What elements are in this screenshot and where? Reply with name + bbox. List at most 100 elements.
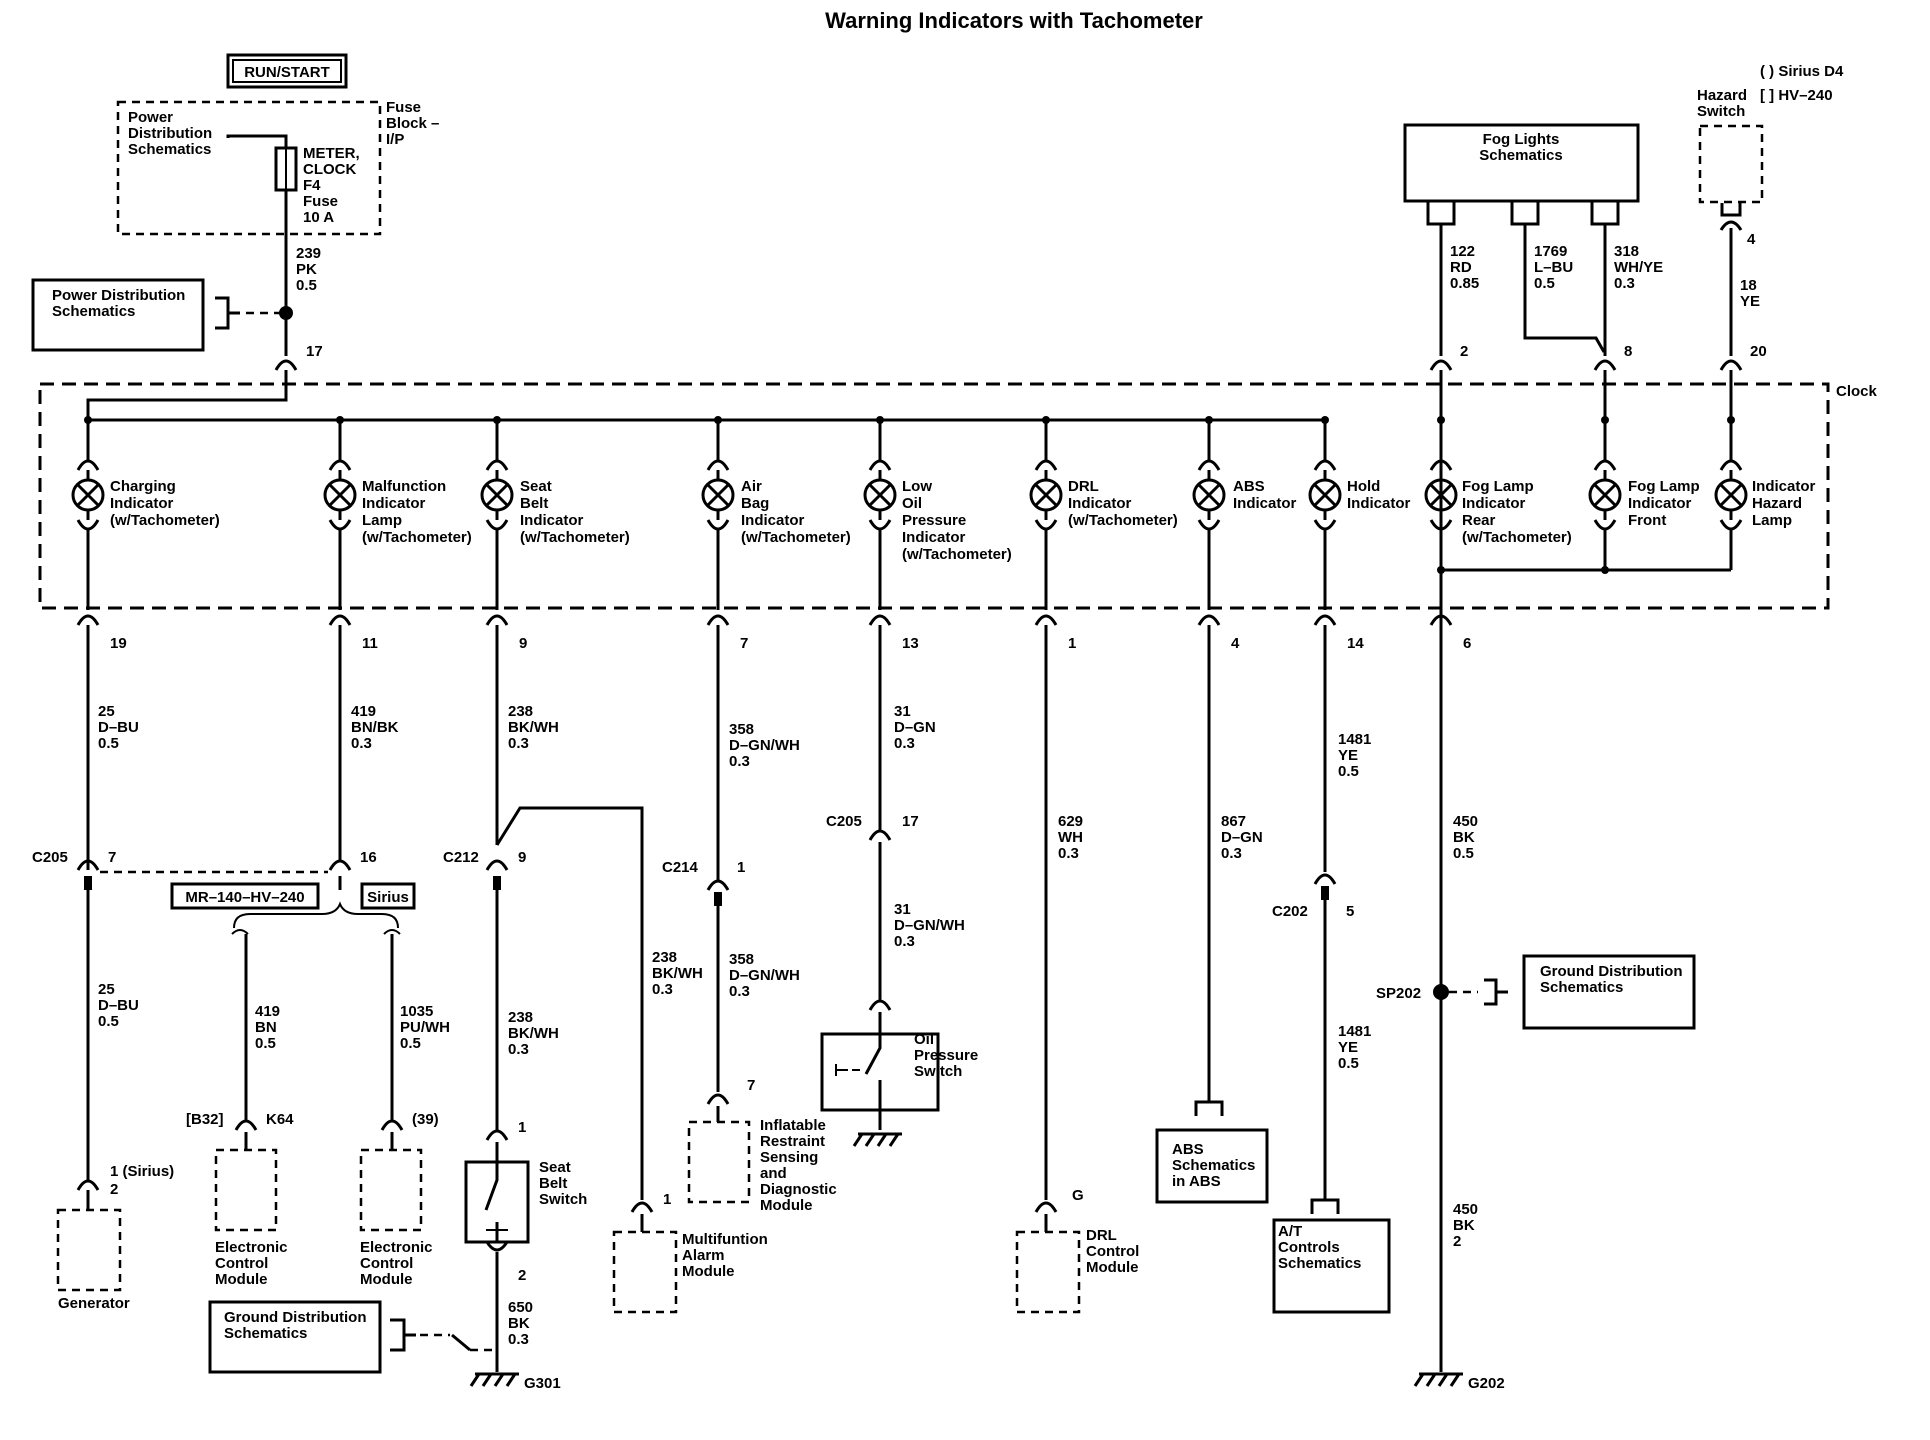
svg-text:Seat: Seat	[539, 1159, 571, 1176]
connector-icon	[234, 1119, 258, 1131]
lamp-label: DRL	[1068, 478, 1099, 495]
hazard-switch-line2: Switch	[1697, 103, 1745, 120]
ground-oil-icon	[852, 1132, 902, 1147]
wire-1035-label: 1035 PU/WH 0.5	[400, 1003, 450, 1052]
svg-text:Module: Module	[760, 1197, 813, 1214]
svg-text:YE: YE	[1740, 293, 1760, 310]
lamp-label: (w/Tachometer)	[741, 529, 851, 546]
svg-text:0.3: 0.3	[508, 1041, 529, 1058]
hazard-switch-line1: Hazard	[1697, 87, 1747, 104]
svg-text:BK/WH: BK/WH	[652, 965, 703, 982]
wire-122-label: 122 RD 0.85	[1450, 243, 1479, 292]
lamp-pin: 9	[519, 635, 527, 652]
fuse-label: METER, CLOCK F4 Fuse 10 A	[303, 145, 360, 226]
svg-text:2: 2	[1453, 1233, 1461, 1250]
lamp-pin: 14	[1347, 635, 1364, 652]
pin-20: 20	[1750, 343, 1767, 360]
svg-text:BN/BK: BN/BK	[351, 719, 399, 736]
svg-text:0.5: 0.5	[1338, 763, 1359, 780]
svg-text:D–BU: D–BU	[98, 997, 139, 1014]
option-sirius-label: Sirius	[367, 889, 409, 906]
wire-650-label: 650 BK 0.3	[508, 1299, 533, 1348]
svg-text:CLOCK: CLOCK	[303, 161, 356, 178]
connector-icon	[630, 1201, 654, 1213]
svg-text:D–GN: D–GN	[1221, 829, 1263, 846]
svg-text:L–BU: L–BU	[1534, 259, 1573, 276]
svg-text:Restraint: Restraint	[760, 1133, 825, 1150]
svg-text:D–GN/WH: D–GN/WH	[894, 917, 965, 934]
lamp-label: Belt	[520, 495, 548, 512]
lower-wiring	[56, 625, 1696, 1387]
svg-text:Multifuntion: Multifuntion	[682, 1231, 768, 1248]
indicator-lamps: ChargingIndicator(w/Tachometer)19Malfunc…	[71, 416, 1816, 652]
lamp-label: (w/Tachometer)	[520, 529, 630, 546]
svg-text:419: 419	[351, 703, 376, 720]
lamp-label: Indicator	[520, 512, 584, 529]
svg-text:Ground Distribution: Ground Distribution	[224, 1309, 366, 1326]
alarm-module-label: Multifuntion Alarm Module	[682, 1231, 768, 1280]
lamp-label: Pressure	[902, 512, 966, 529]
svg-text:Module: Module	[682, 1263, 735, 1280]
svg-text:629: 629	[1058, 813, 1083, 830]
svg-text:239: 239	[296, 245, 321, 262]
c202-pin-5: 5	[1346, 903, 1354, 920]
lamp-label: Hold	[1347, 478, 1380, 495]
svg-text:0.3: 0.3	[508, 1331, 529, 1348]
lamp-pin: 1	[1068, 635, 1076, 652]
svg-text:Electronic: Electronic	[360, 1239, 433, 1256]
svg-text:Fuse: Fuse	[386, 99, 421, 116]
svg-text:238: 238	[508, 1009, 533, 1026]
wire-238c-label: 238 BK/WH 0.3	[652, 949, 703, 998]
svg-text:0.3: 0.3	[508, 735, 529, 752]
pin-2: 2	[1460, 343, 1468, 360]
svg-text:Oil: Oil	[914, 1031, 934, 1048]
connector-c214: C214	[662, 859, 699, 876]
fuse-block	[116, 100, 382, 236]
connector-icon	[485, 1241, 509, 1252]
clock-label: Clock	[1836, 383, 1878, 400]
ecm1-box	[214, 1148, 278, 1232]
at-schematics-box	[1272, 1218, 1391, 1314]
svg-text:0.3: 0.3	[729, 753, 750, 770]
inflatable-module-label: Inflatable Restraint Sensing and Diagnos…	[760, 1117, 837, 1214]
svg-text:D–GN/WH: D–GN/WH	[729, 737, 800, 754]
svg-text:0.5: 0.5	[1453, 845, 1474, 862]
ground-g301-icon	[469, 1372, 519, 1387]
lamp-label: (w/Tachometer)	[1068, 512, 1178, 529]
c205-pin-7: 7	[108, 849, 116, 866]
svg-text:1481: 1481	[1338, 731, 1371, 748]
svg-text:D–BU: D–BU	[98, 719, 139, 736]
svg-text:BK/WH: BK/WH	[508, 1025, 559, 1042]
lamp-label: (w/Tachometer)	[1462, 529, 1572, 546]
ecm2-label: Electronic Control Module	[360, 1239, 433, 1288]
svg-text:0.5: 0.5	[296, 277, 317, 294]
svg-text:0.3: 0.3	[351, 735, 372, 752]
oil-switch-label: Oil Pressure Switch	[914, 1031, 978, 1080]
lamp-label: Indicator	[1068, 495, 1132, 512]
splice-sp202-dot	[1433, 984, 1449, 1000]
svg-text:I/P: I/P	[386, 131, 404, 148]
svg-text:0.5: 0.5	[400, 1035, 421, 1052]
lamp-pin: 6	[1463, 635, 1471, 652]
svg-text:Controls: Controls	[1278, 1239, 1340, 1256]
inflatable-pin-7: 7	[747, 1077, 755, 1094]
svg-text:PK: PK	[296, 261, 317, 278]
svg-text:1769: 1769	[1534, 243, 1567, 260]
svg-text:419: 419	[255, 1003, 280, 1020]
lamp-label: Lamp	[1752, 512, 1792, 529]
connector-icon	[1197, 614, 1221, 626]
svg-text:10 A: 10 A	[303, 209, 334, 226]
lamp-pin: 4	[1231, 635, 1240, 652]
svg-text:RD: RD	[1450, 259, 1472, 276]
lamp-label: ABS	[1233, 478, 1265, 495]
svg-text:Power: Power	[128, 109, 173, 126]
lamp-label: Indicator	[1752, 478, 1816, 495]
hazard-pin-4: 4	[1747, 231, 1756, 248]
fog-lights-box	[1403, 123, 1640, 203]
svg-text:Pressure: Pressure	[914, 1047, 978, 1064]
